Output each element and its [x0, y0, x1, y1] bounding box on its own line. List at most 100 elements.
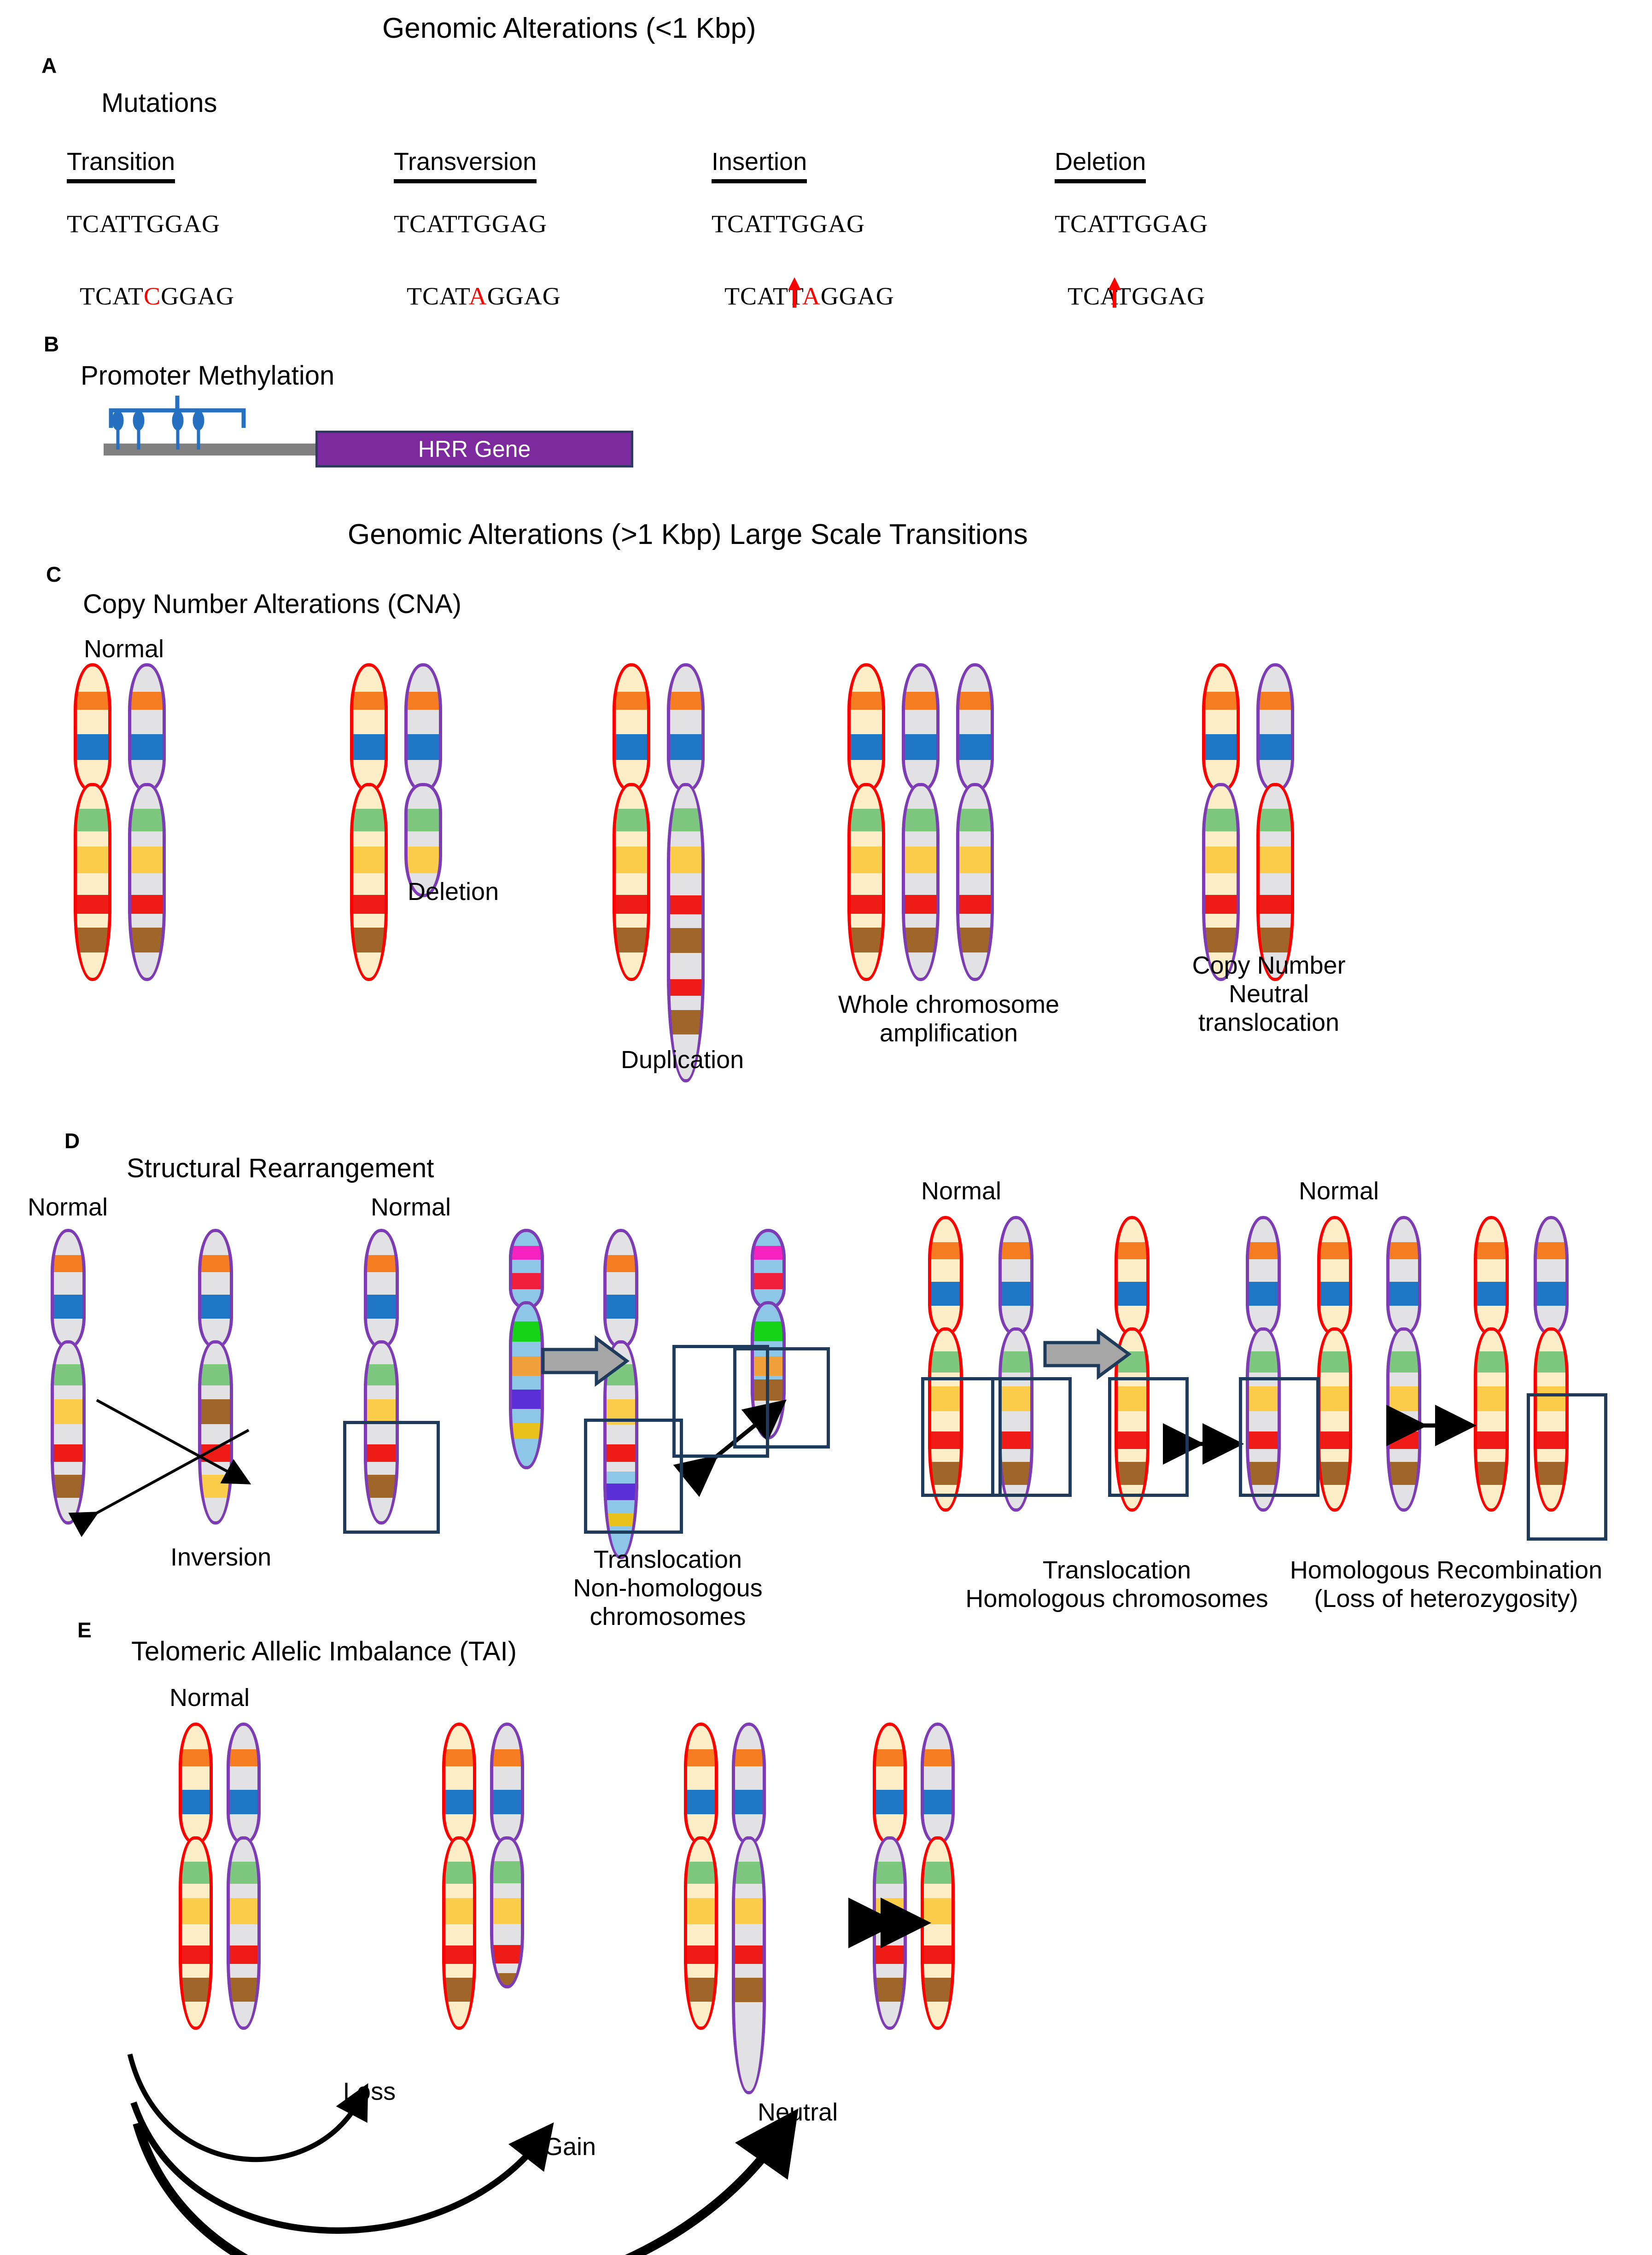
chromosome-band — [404, 808, 442, 832]
sequence-ref-deletion: TCATTGGAG — [1055, 210, 1208, 238]
chromosome-band — [928, 1242, 963, 1259]
panel-d-normal-label-1: Normal — [28, 1193, 108, 1221]
seq-pre: TCAT — [407, 282, 469, 310]
chromosome-band — [1256, 927, 1294, 952]
chromosome-band — [51, 1444, 86, 1462]
mutation-column-transversion: Transversion — [394, 147, 537, 183]
chromosome-band — [1534, 1351, 1569, 1373]
panel-label-a: A — [41, 53, 57, 77]
chromosome-band — [1202, 894, 1240, 914]
label-cnn-line1: Copy Number — [1192, 952, 1346, 979]
chromosome-band — [227, 1789, 261, 1814]
label-tl-hom-line1: Translocation — [1042, 1556, 1191, 1584]
chromosome-band — [921, 1977, 955, 2002]
chromosome-band — [1317, 1351, 1352, 1373]
chromosome-band — [902, 894, 940, 914]
chromosome-p-arm — [1202, 663, 1240, 792]
chromosome-band — [873, 1789, 907, 1814]
seq-post: GGAG — [1132, 282, 1206, 310]
highlight-box-nonhom-source — [672, 1345, 769, 1458]
hrr-gene-box: HRR Gene — [315, 431, 633, 467]
sequence-alt-deletion: TCATGGAG — [1055, 253, 1205, 310]
chromosome-p-arm — [128, 663, 166, 792]
chromosome-band — [490, 1789, 524, 1814]
highlight-box-hom-normal-2 — [991, 1377, 1072, 1497]
chromosome-p-arm — [928, 1216, 963, 1336]
label-hr-line2: (Loss of heterozygosity) — [1314, 1585, 1578, 1612]
panel-c-normal-label: Normal — [84, 635, 164, 663]
chromosome-band — [1246, 1351, 1281, 1373]
chromosome-band — [509, 1245, 544, 1260]
chromosome-p-arm — [364, 1229, 399, 1349]
chromosome-band — [442, 1977, 476, 2002]
chromosome-band — [179, 1898, 213, 1925]
chromosome-band — [732, 1861, 766, 1884]
chromosome-p-arm — [684, 1723, 718, 1845]
chromosome-band — [1256, 691, 1294, 710]
chromosome-band — [928, 1351, 963, 1373]
chromosome-band — [1386, 1351, 1421, 1373]
chromosome-band — [74, 691, 111, 710]
chromosome-band — [74, 846, 111, 873]
chromosome-band — [51, 1364, 86, 1385]
chromosome-q-arm — [902, 783, 940, 981]
chromosome-band — [1534, 1462, 1569, 1485]
exchange-arrow-icon-hom — [1163, 1423, 1244, 1465]
chromosome-band — [51, 1399, 86, 1424]
panel-label-e: E — [77, 1618, 92, 1642]
chromosome-band — [198, 1399, 233, 1424]
label-loss: Loss — [343, 2078, 396, 2105]
chromosome-band — [1256, 734, 1294, 760]
chromosome-p-arm — [902, 663, 940, 792]
chromosome-q-arm — [1317, 1327, 1352, 1512]
chromosome-band — [179, 1861, 213, 1884]
title-small-alterations: Genomic Alterations (<1 Kbp) — [382, 12, 756, 44]
chromosome-band — [998, 1431, 1033, 1449]
panel-d-heading: Structural Rearrangement — [127, 1153, 434, 1183]
chromosome-band — [1256, 808, 1294, 832]
chromosome-q-arm — [490, 1836, 524, 1988]
chromosome-band — [667, 846, 705, 874]
mutation-header-insertion: Insertion — [712, 147, 807, 183]
sequence-alt-transition: TCATCGGAG — [67, 253, 234, 310]
chromosome-band — [956, 734, 994, 760]
seq-post: GGAG — [820, 282, 894, 310]
chromosome-band — [921, 1945, 955, 1964]
chromosome-band — [227, 1861, 261, 1884]
chromosome-band — [128, 894, 166, 914]
sequence-alt-transversion: TCATAGGAG — [394, 253, 561, 310]
chromosome-q-arm — [667, 783, 705, 1082]
seq-mutated-base: A — [802, 282, 821, 310]
chromosome-band — [1534, 1282, 1569, 1306]
chromosome-band — [1317, 1242, 1352, 1259]
chromosome-q-arm — [1474, 1327, 1509, 1512]
chromosome-band — [128, 846, 166, 873]
chromosome-band — [613, 894, 650, 914]
chromosome-p-arm — [51, 1229, 86, 1349]
chromosome-band — [509, 1356, 544, 1376]
chromosome-band — [921, 1861, 955, 1884]
chromosome-band — [1386, 1462, 1421, 1485]
label-translocation-nonhomologous: Translocation Non-homologous chromosomes — [534, 1545, 801, 1631]
inversion-crossing-arrows-icon — [68, 1399, 251, 1537]
chromosome-q-arm — [364, 1340, 399, 1525]
panel-label-b: B — [44, 332, 59, 356]
chromosome-band — [902, 808, 940, 832]
highlight-box-hom-normal-1 — [921, 1377, 1002, 1497]
chromosome-band — [956, 808, 994, 832]
chromosome-band — [956, 927, 994, 952]
chromosome-band — [442, 1749, 476, 1767]
chromosome-band — [1202, 734, 1240, 760]
chromosome-band — [603, 1295, 638, 1319]
chromosome-p-arm — [1246, 1216, 1281, 1336]
chromosome-band — [179, 1945, 213, 1964]
chromosome-band — [198, 1364, 233, 1385]
chromosome-band — [751, 1321, 786, 1341]
chromosome-band — [1246, 1282, 1281, 1306]
chromosome-band — [928, 1462, 963, 1485]
chromosome-band — [684, 1898, 718, 1925]
chromosome-band — [684, 1977, 718, 2002]
chromosome-band — [404, 846, 442, 873]
seq-pre: TCAT — [80, 282, 144, 310]
chromosome-band — [1115, 1462, 1150, 1485]
